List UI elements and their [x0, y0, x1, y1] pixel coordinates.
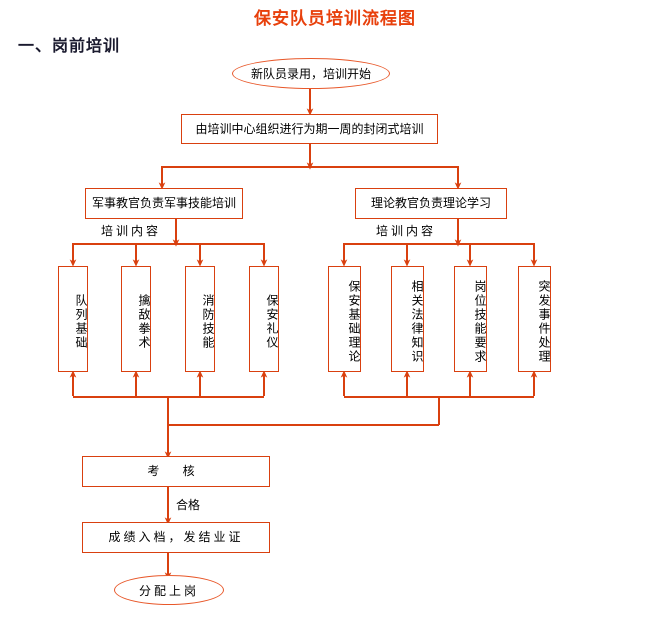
node-branch-military[interactable]: 军事教官负责军事技能培训 [85, 188, 243, 219]
node-item-military-4[interactable]: 保安礼仪 [249, 266, 279, 372]
page-title: 保安队员培训流程图 [254, 9, 416, 28]
node-item-theory-2-label: 相关法律知识 [410, 280, 424, 364]
node-branch-theory[interactable]: 理论教官负责理论学习 [355, 188, 507, 219]
node-branch-military-label: 军事教官负责军事技能培训 [91, 196, 236, 210]
node-item-military-1-label: 队列基础 [74, 294, 88, 350]
node-item-military-3-label: 消防技能 [201, 294, 215, 350]
node-item-theory-4[interactable]: 突发事件处理 [518, 266, 551, 372]
node-item-theory-1[interactable]: 保安基础理论 [328, 266, 361, 372]
label-pass: 合格 [176, 498, 201, 512]
node-main-process-label: 由培训中心组织进行为期一周的封闭式培训 [195, 121, 424, 136]
node-item-military-3[interactable]: 消防技能 [185, 266, 215, 372]
node-assessment[interactable]: 考 核 [82, 456, 270, 487]
node-start[interactable]: 新队员录用，培训开始 [232, 58, 390, 89]
node-archive[interactable]: 成绩入档，发结业证 [82, 522, 270, 553]
node-item-theory-1-label: 保安基础理论 [347, 280, 361, 364]
node-main-process[interactable]: 由培训中心组织进行为期一周的封闭式培训 [181, 114, 438, 144]
node-start-label: 新队员录用，培训开始 [250, 67, 371, 81]
node-item-military-2[interactable]: 擒敌拳术 [121, 266, 151, 372]
node-end-label: 分配上岗 [138, 583, 199, 598]
node-assessment-label: 考 核 [147, 464, 205, 478]
node-item-theory-4-label: 突发事件处理 [537, 280, 551, 364]
node-item-theory-3-label: 岗位技能要求 [473, 280, 487, 364]
label-military-content: 培训内容 [101, 224, 162, 238]
node-end[interactable]: 分配上岗 [114, 575, 224, 605]
node-item-theory-3[interactable]: 岗位技能要求 [454, 266, 487, 372]
node-item-theory-2[interactable]: 相关法律知识 [391, 266, 424, 372]
node-branch-theory-label: 理论教官负责理论学习 [370, 196, 491, 210]
label-theory-content: 培训内容 [376, 224, 437, 238]
node-item-military-2-label: 擒敌拳术 [137, 294, 151, 350]
node-item-military-4-label: 保安礼仪 [265, 294, 279, 350]
node-archive-label: 成绩入档，发结业证 [108, 530, 244, 544]
node-item-military-1[interactable]: 队列基础 [58, 266, 88, 372]
section-heading: 一、岗前培训 [18, 38, 121, 55]
